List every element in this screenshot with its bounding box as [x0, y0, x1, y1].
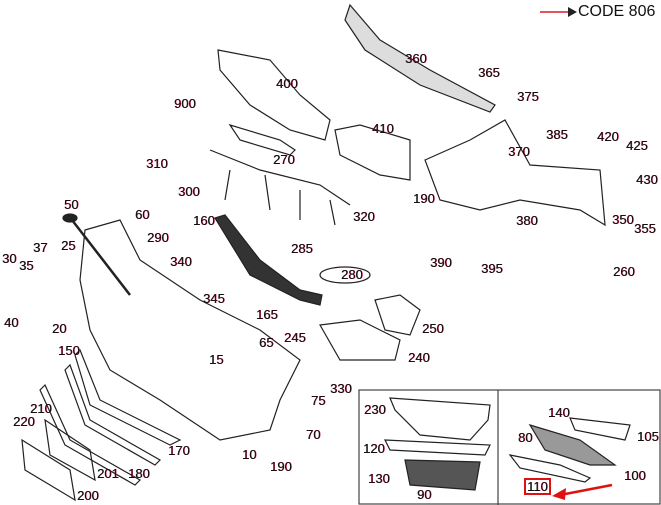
part-label: 150	[58, 343, 80, 358]
part-320	[209, 149, 351, 226]
part-label: 160	[193, 213, 215, 228]
part-240	[319, 319, 401, 361]
part-label: 40	[4, 315, 19, 330]
part-label: 200	[77, 488, 99, 503]
part-label: 385	[546, 127, 568, 142]
part-140	[569, 417, 631, 441]
part-label: 355	[634, 221, 656, 236]
highlighted-part-label: 110	[524, 478, 551, 495]
part-label: 90	[417, 487, 432, 502]
part-label: 400	[276, 76, 298, 91]
part-label: 390	[430, 255, 452, 270]
part-label: 245	[284, 330, 306, 345]
part-label: 190	[413, 191, 435, 206]
part-201	[44, 418, 96, 482]
part-label: 10	[242, 447, 257, 462]
part-label: 140	[548, 405, 570, 420]
part-label: 285	[291, 241, 313, 256]
part-80	[528, 423, 617, 466]
part-label: 250	[422, 321, 444, 336]
part-label: 280	[341, 267, 363, 282]
part-label: 70	[306, 427, 321, 442]
part-label: 425	[626, 138, 648, 153]
part-label: 180	[128, 466, 150, 481]
part-410	[334, 124, 411, 181]
part-label: 345	[203, 291, 225, 306]
part-label: 230	[364, 402, 386, 417]
part-label: 420	[597, 129, 619, 144]
legend-arrow	[540, 7, 577, 17]
part-label: 130	[368, 471, 390, 486]
part-label: 370	[508, 144, 530, 159]
part-label: 300	[178, 184, 200, 199]
part-label: 220	[13, 414, 35, 429]
part-280	[319, 266, 371, 284]
part-400	[217, 49, 331, 141]
part-label: 430	[636, 172, 658, 187]
inset-box	[358, 389, 661, 505]
part-label: 80	[518, 430, 533, 445]
part-label: 201	[97, 466, 119, 481]
part-label: 20	[52, 321, 67, 336]
part-label: 65	[259, 335, 274, 350]
part-label: 37	[33, 240, 48, 255]
part-label: 270	[273, 152, 295, 167]
part-label: 260	[613, 264, 635, 279]
part-360	[344, 3, 496, 113]
part-380	[424, 119, 606, 227]
part-label: 75	[311, 393, 326, 408]
part-label: 330	[330, 381, 352, 396]
part-label: 30	[2, 251, 17, 266]
part-label: 50	[64, 197, 79, 212]
part-170	[64, 363, 161, 466]
part-label: 410	[372, 121, 394, 136]
part-label: 190	[270, 459, 292, 474]
part-label: 170	[168, 443, 190, 458]
part-label: 320	[353, 209, 375, 224]
part-label: 105	[637, 429, 659, 444]
part-label: 240	[408, 350, 430, 365]
part-label: 395	[481, 261, 503, 276]
part-150	[74, 348, 182, 446]
part-50	[71, 219, 131, 296]
part-label: 210	[30, 401, 52, 416]
part-label: 340	[170, 254, 192, 269]
part-label: 290	[147, 230, 169, 245]
part-label: 350	[612, 212, 634, 227]
part-270	[228, 123, 296, 156]
part-label: 15	[209, 352, 224, 367]
part-label: 900	[174, 96, 196, 111]
part-110	[508, 454, 592, 483]
part-180	[39, 383, 141, 486]
legend-code: CODE 806	[578, 3, 656, 20]
part-230	[389, 397, 491, 441]
part-200	[21, 438, 76, 502]
part-250	[374, 294, 421, 336]
part-label: 165	[256, 307, 278, 322]
part-120	[384, 439, 491, 456]
part-label: 120	[363, 441, 385, 456]
part-label: 380	[516, 213, 538, 228]
part-label: 360	[405, 51, 427, 66]
part-10	[79, 219, 301, 441]
part-label: 375	[517, 89, 539, 104]
part-label: 60	[135, 207, 150, 222]
part-label: 365	[478, 65, 500, 80]
part-label: 100	[624, 468, 646, 483]
part-90	[404, 459, 481, 491]
part-160	[214, 214, 323, 306]
highlight-arrow	[552, 483, 613, 500]
part-label: 25	[61, 238, 76, 253]
part-label: 35	[19, 258, 34, 273]
part-label: 310	[146, 156, 168, 171]
